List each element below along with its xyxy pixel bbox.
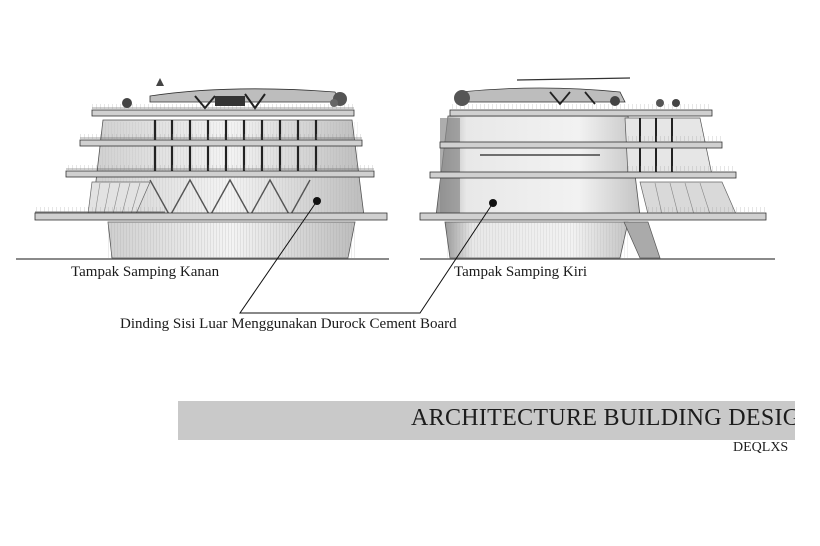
right-side-elevation <box>16 78 389 260</box>
left-elevation-label: Tampak Samping Kiri <box>454 264 588 280</box>
drawing-subtitle: DEQLXS <box>733 440 789 455</box>
left-side-elevation <box>419 77 775 260</box>
right-elevation-label: Tampak Samping Kanan <box>71 264 220 280</box>
material-callout-label: Dinding Sisi Luar Menggunakan Durock Cem… <box>120 316 457 332</box>
callout-leaders <box>239 200 494 314</box>
drawing-title: ARCHITECTURE BUILDING DESIGN <box>411 405 795 431</box>
title-band: ARCHITECTURE BUILDING DESIGN <box>178 401 795 440</box>
